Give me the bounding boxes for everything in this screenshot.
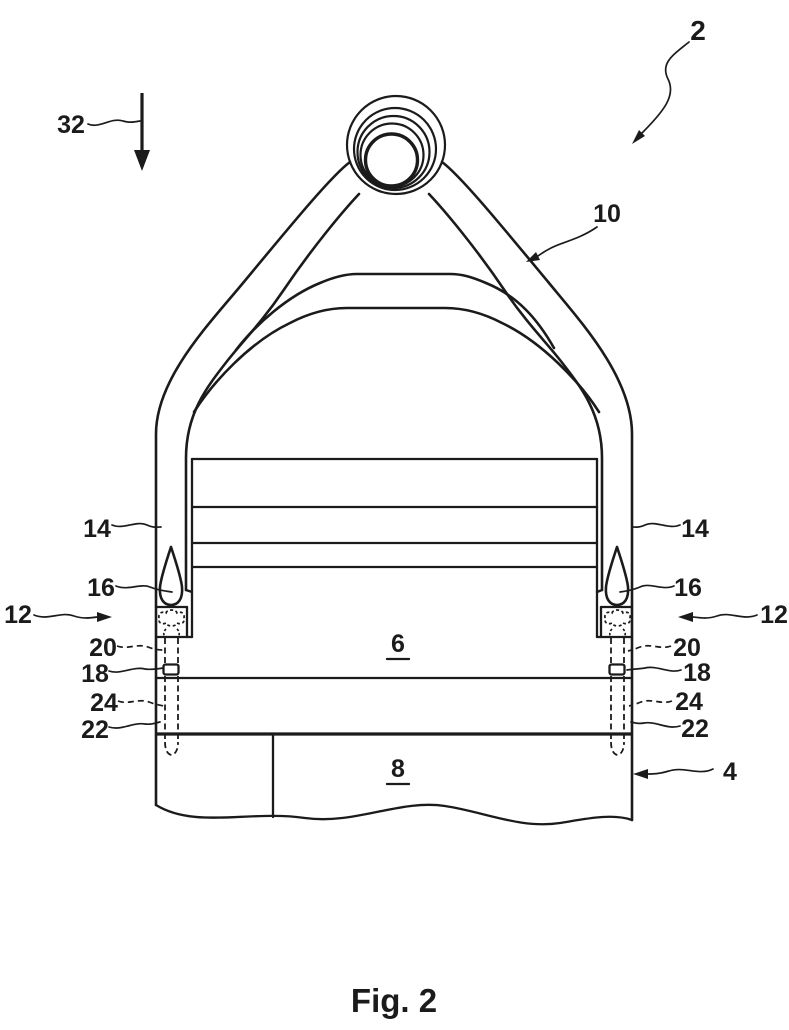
leader-24-right (628, 699, 673, 707)
leader-14-right (632, 522, 681, 529)
figure-caption: Fig. 2 (351, 982, 437, 1019)
ref-label-6: 6 (391, 630, 405, 658)
reference-labels: 2 10 32 14 14 16 16 12 12 20 20 18 18 24… (4, 15, 788, 786)
right-clip-barb-b (622, 628, 627, 639)
eyelet (345, 94, 447, 196)
fastening-pockets (154, 545, 634, 756)
leader-10 (537, 226, 598, 257)
ref-label-20-right: 20 (673, 634, 701, 662)
ref-label-8: 8 (391, 755, 405, 783)
ref-label-12-right: 12 (760, 601, 788, 629)
ref-label-14-right: 14 (681, 515, 709, 543)
leader-2 (641, 41, 690, 134)
ref-label-18-left: 18 (81, 660, 109, 688)
eyelet-bore (363, 132, 420, 188)
left-clip-barb-a (162, 628, 167, 639)
leader-12-right-arrowhead-icon (678, 612, 693, 622)
ref-label-10: 10 (593, 200, 621, 228)
right-pin-collar (608, 663, 626, 676)
leader-16-right (619, 584, 675, 593)
ref-label-18-right: 18 (683, 659, 711, 687)
leader-4 (647, 768, 714, 775)
ref-label-32: 32 (57, 111, 85, 139)
force-arrow-head-icon (134, 150, 150, 171)
leader-12-left-arrowhead-icon (97, 612, 112, 622)
leader-12-left (33, 613, 98, 619)
left-arm-inner-edge (184, 192, 361, 592)
left-clip-barb-b (176, 628, 181, 639)
arch-band-top-edge (234, 272, 556, 352)
ref-label-14-left: 14 (83, 515, 111, 543)
leader-16-left (115, 585, 173, 593)
ref-label-4: 4 (723, 758, 737, 786)
lower-body (154, 676, 634, 826)
right-arm-outer-edge (440, 160, 634, 822)
ref-label-24-left: 24 (90, 689, 118, 717)
bracket-outline (154, 160, 634, 822)
left-arm-outer-edge (154, 160, 352, 807)
leader-24-left (117, 699, 165, 707)
ref-label-20-left: 20 (89, 634, 117, 662)
leader-lines (33, 41, 758, 779)
ref-label-22-right: 22 (681, 715, 709, 743)
leader-20-left (116, 644, 164, 651)
right-clip-head-hidden (604, 609, 631, 627)
leader-20-right (627, 644, 672, 652)
ref-label-22-left: 22 (81, 716, 109, 744)
leader-4-arrowhead-icon (633, 769, 648, 779)
eyelet-ring-2 (352, 106, 438, 192)
ref-label-24-right: 24 (675, 688, 703, 716)
leader-22-left (108, 721, 161, 729)
leader-2-arrowhead-icon (632, 130, 645, 144)
leader-18-left (108, 667, 164, 673)
eyelet-ring-3 (356, 114, 431, 190)
ref-label-16-left: 16 (87, 574, 115, 602)
ref-label-2: 2 (690, 15, 706, 46)
right-teardrop-slot (604, 545, 630, 607)
upper-plate (190, 457, 599, 639)
right-arm-inner-edge (427, 192, 604, 592)
ref-label-12-left: 12 (4, 601, 32, 629)
leader-12-right (692, 613, 758, 619)
eyelet-ring-outer (345, 94, 447, 196)
left-teardrop-slot (158, 545, 184, 607)
arch-band-bottom-edge (192, 306, 601, 414)
left-clip-head-hidden (158, 609, 185, 627)
bottom-break-line (154, 803, 634, 826)
leader-18-right (626, 666, 682, 672)
leader-22-right (630, 721, 681, 728)
leader-14-left (111, 522, 162, 529)
leader-32 (87, 119, 141, 126)
force-arrow-32 (134, 93, 150, 171)
right-pin-tip (610, 741, 625, 756)
ref-label-16-right: 16 (674, 574, 702, 602)
leader-10-arrowhead-icon (526, 252, 540, 262)
left-pin-collar (162, 663, 180, 676)
right-clip-barb-a (608, 628, 613, 639)
left-pin-tip (164, 741, 179, 756)
